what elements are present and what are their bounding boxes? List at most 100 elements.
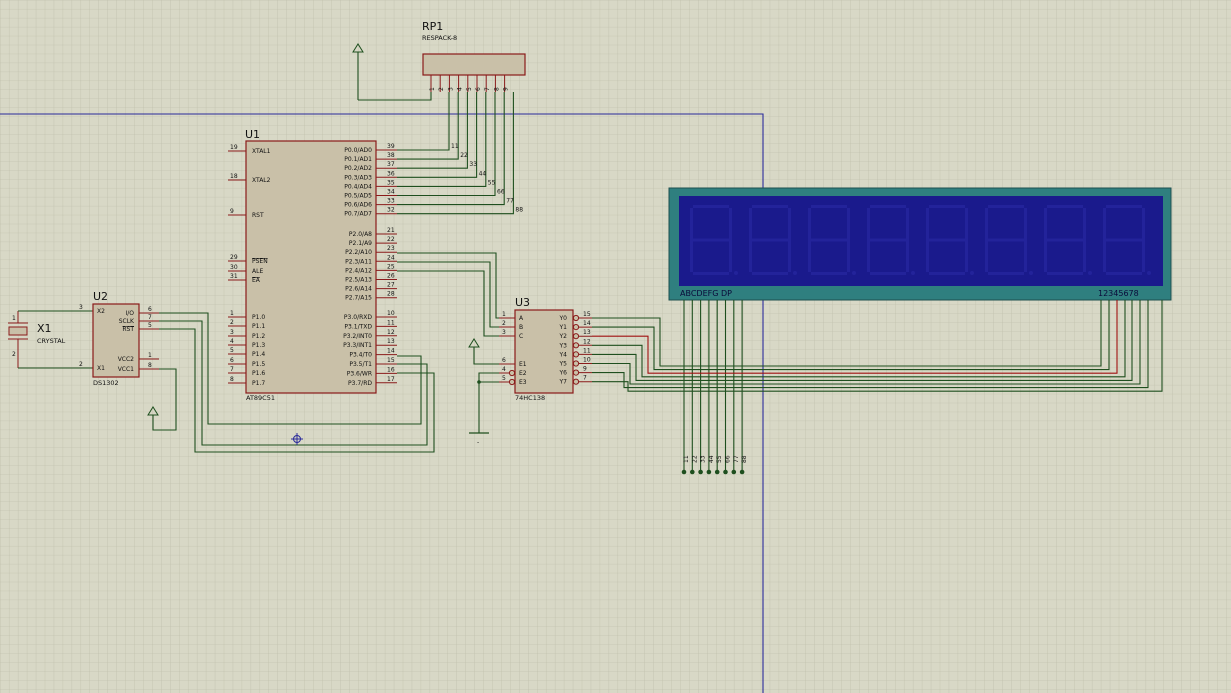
u3-pin-name: Y3 bbox=[559, 342, 568, 349]
digit-segment bbox=[693, 272, 729, 275]
net-label-dot bbox=[681, 469, 687, 475]
digit-segment bbox=[1106, 272, 1142, 275]
origin-marker bbox=[291, 433, 303, 445]
u3-pin-name: Y6 bbox=[559, 370, 568, 377]
u1-pin-name: XTAL1 bbox=[252, 148, 271, 155]
u1-pin-number: 4 bbox=[230, 338, 234, 345]
digit-segment bbox=[752, 272, 788, 275]
u1-pin-name: P3.1/TXD bbox=[344, 323, 372, 330]
u3-pin-number: 12 bbox=[583, 338, 591, 345]
u1-pin-name: P3.0/RXD bbox=[344, 314, 372, 321]
p0-net-label: 66 bbox=[497, 189, 505, 196]
gnd-label: - bbox=[477, 439, 479, 446]
u1-pin-name: XTAL2 bbox=[252, 177, 271, 184]
u3-inverter-bubble bbox=[572, 324, 580, 331]
digit-segment bbox=[1083, 240, 1086, 272]
u1-pin-number: 7 bbox=[230, 366, 234, 373]
u3-inverter-bubble bbox=[572, 360, 580, 367]
digit-segment bbox=[729, 208, 732, 240]
p0-wire bbox=[397, 92, 496, 197]
digit-segment bbox=[929, 238, 965, 242]
digit-wire bbox=[592, 300, 1141, 385]
u1-pin-name: EA bbox=[252, 277, 261, 284]
digit-select-wires bbox=[592, 300, 1163, 392]
u1-pin-name: ALE bbox=[252, 268, 263, 275]
u3-pin-name: A bbox=[519, 315, 524, 322]
seven-segment-display[interactable]: ABCDEFG DP 12345678 bbox=[668, 187, 1172, 301]
rp1-pin-number: 8 bbox=[493, 87, 500, 91]
digit-wire bbox=[592, 300, 1118, 374]
digit-segment bbox=[1106, 205, 1142, 208]
digit-wire bbox=[592, 300, 1133, 381]
wire-p23-b bbox=[397, 261, 499, 328]
u1-microcontroller[interactable]: U1 AT89C51 19XTAL118XTAL29RST29PSEN30ALE… bbox=[228, 128, 397, 402]
digit-segment bbox=[811, 238, 847, 242]
x1-crystal[interactable]: X1 CRYSTAL 1 2 bbox=[8, 311, 66, 368]
x1-value: CRYSTAL bbox=[37, 337, 66, 345]
u2-pin-number: 3 bbox=[79, 304, 83, 311]
u2-pin-number: 7 bbox=[148, 314, 152, 321]
u1-pin-name: P2.3/A11 bbox=[345, 258, 372, 265]
u1-pin-name: P1.5 bbox=[252, 361, 265, 368]
wire-io bbox=[159, 312, 422, 425]
u1-pin-name: P0.1/AD1 bbox=[344, 156, 372, 163]
p0-net-label: 44 bbox=[479, 170, 487, 177]
digit-segment bbox=[749, 208, 752, 240]
ground-terminal[interactable]: - bbox=[469, 372, 499, 446]
u1-pin-number: 8 bbox=[230, 376, 234, 383]
power-terminal-u2[interactable] bbox=[147, 368, 177, 431]
digit-segment bbox=[749, 240, 752, 272]
u1-pin-name: P3.2/INT0 bbox=[343, 333, 372, 340]
u3-pin-name: E3 bbox=[519, 379, 527, 386]
u2-pin-number: 6 bbox=[148, 306, 152, 313]
digit-dp bbox=[1147, 271, 1151, 275]
u1-pin-name: P1.6 bbox=[252, 370, 265, 377]
u1-pin-number: 13 bbox=[387, 338, 395, 345]
digit-segment bbox=[870, 205, 906, 208]
u1-pin-number: 19 bbox=[230, 144, 238, 151]
u3-pin-number: 15 bbox=[583, 311, 591, 318]
u3-pin-number: 3 bbox=[502, 329, 506, 336]
u3-pin-name: Y5 bbox=[559, 361, 568, 368]
digit-dp bbox=[852, 271, 856, 275]
u1-pin-number: 12 bbox=[387, 329, 395, 336]
digit-segment bbox=[988, 205, 1024, 208]
u2-pin-name: VCC1 bbox=[118, 366, 134, 373]
power-terminal-rp1[interactable] bbox=[352, 43, 432, 101]
u1-pin-number: 39 bbox=[387, 143, 395, 150]
digit-segment bbox=[906, 240, 909, 272]
power-terminal-u3[interactable] bbox=[468, 338, 499, 365]
u3-pin-number: 10 bbox=[583, 357, 591, 364]
u3-pin-name: B bbox=[519, 324, 523, 331]
u1-pin-number: 27 bbox=[387, 282, 395, 289]
net-label-dot bbox=[739, 469, 745, 475]
u3-pin-number: 7 bbox=[583, 375, 587, 382]
u1-pin-number: 15 bbox=[387, 357, 395, 364]
u1-pin-number: 37 bbox=[387, 161, 395, 168]
digit-segment bbox=[985, 208, 988, 240]
u1-part: AT89C51 bbox=[246, 394, 275, 402]
segment-net-label: 55 bbox=[716, 455, 723, 463]
p0-net-label: 77 bbox=[506, 198, 514, 205]
digit-wire bbox=[592, 300, 1110, 371]
u1-pin-number: 1 bbox=[230, 310, 234, 317]
u2-body bbox=[92, 303, 140, 378]
x1-ref: X1 bbox=[37, 322, 52, 335]
digit-segment bbox=[985, 240, 988, 272]
u3-decoder[interactable]: U3 74HC138 1A2B3C6E14E25E315Y014Y113Y212… bbox=[499, 296, 592, 402]
u1-pin-name: P0.7/AD7 bbox=[344, 211, 372, 218]
u1-pin-number: 14 bbox=[387, 348, 395, 355]
u3-inverter-bubble bbox=[508, 369, 516, 377]
digit-dp bbox=[793, 271, 797, 275]
rp1-pin-number: 5 bbox=[466, 87, 473, 91]
u1-pin-number: 22 bbox=[387, 236, 395, 243]
rp1-pin-number: 7 bbox=[484, 87, 491, 91]
digit-segment bbox=[1047, 205, 1083, 208]
wire-rst bbox=[159, 328, 435, 453]
u3-pin-number: 6 bbox=[502, 357, 506, 364]
u1-pin-name: P1.2 bbox=[252, 333, 265, 340]
